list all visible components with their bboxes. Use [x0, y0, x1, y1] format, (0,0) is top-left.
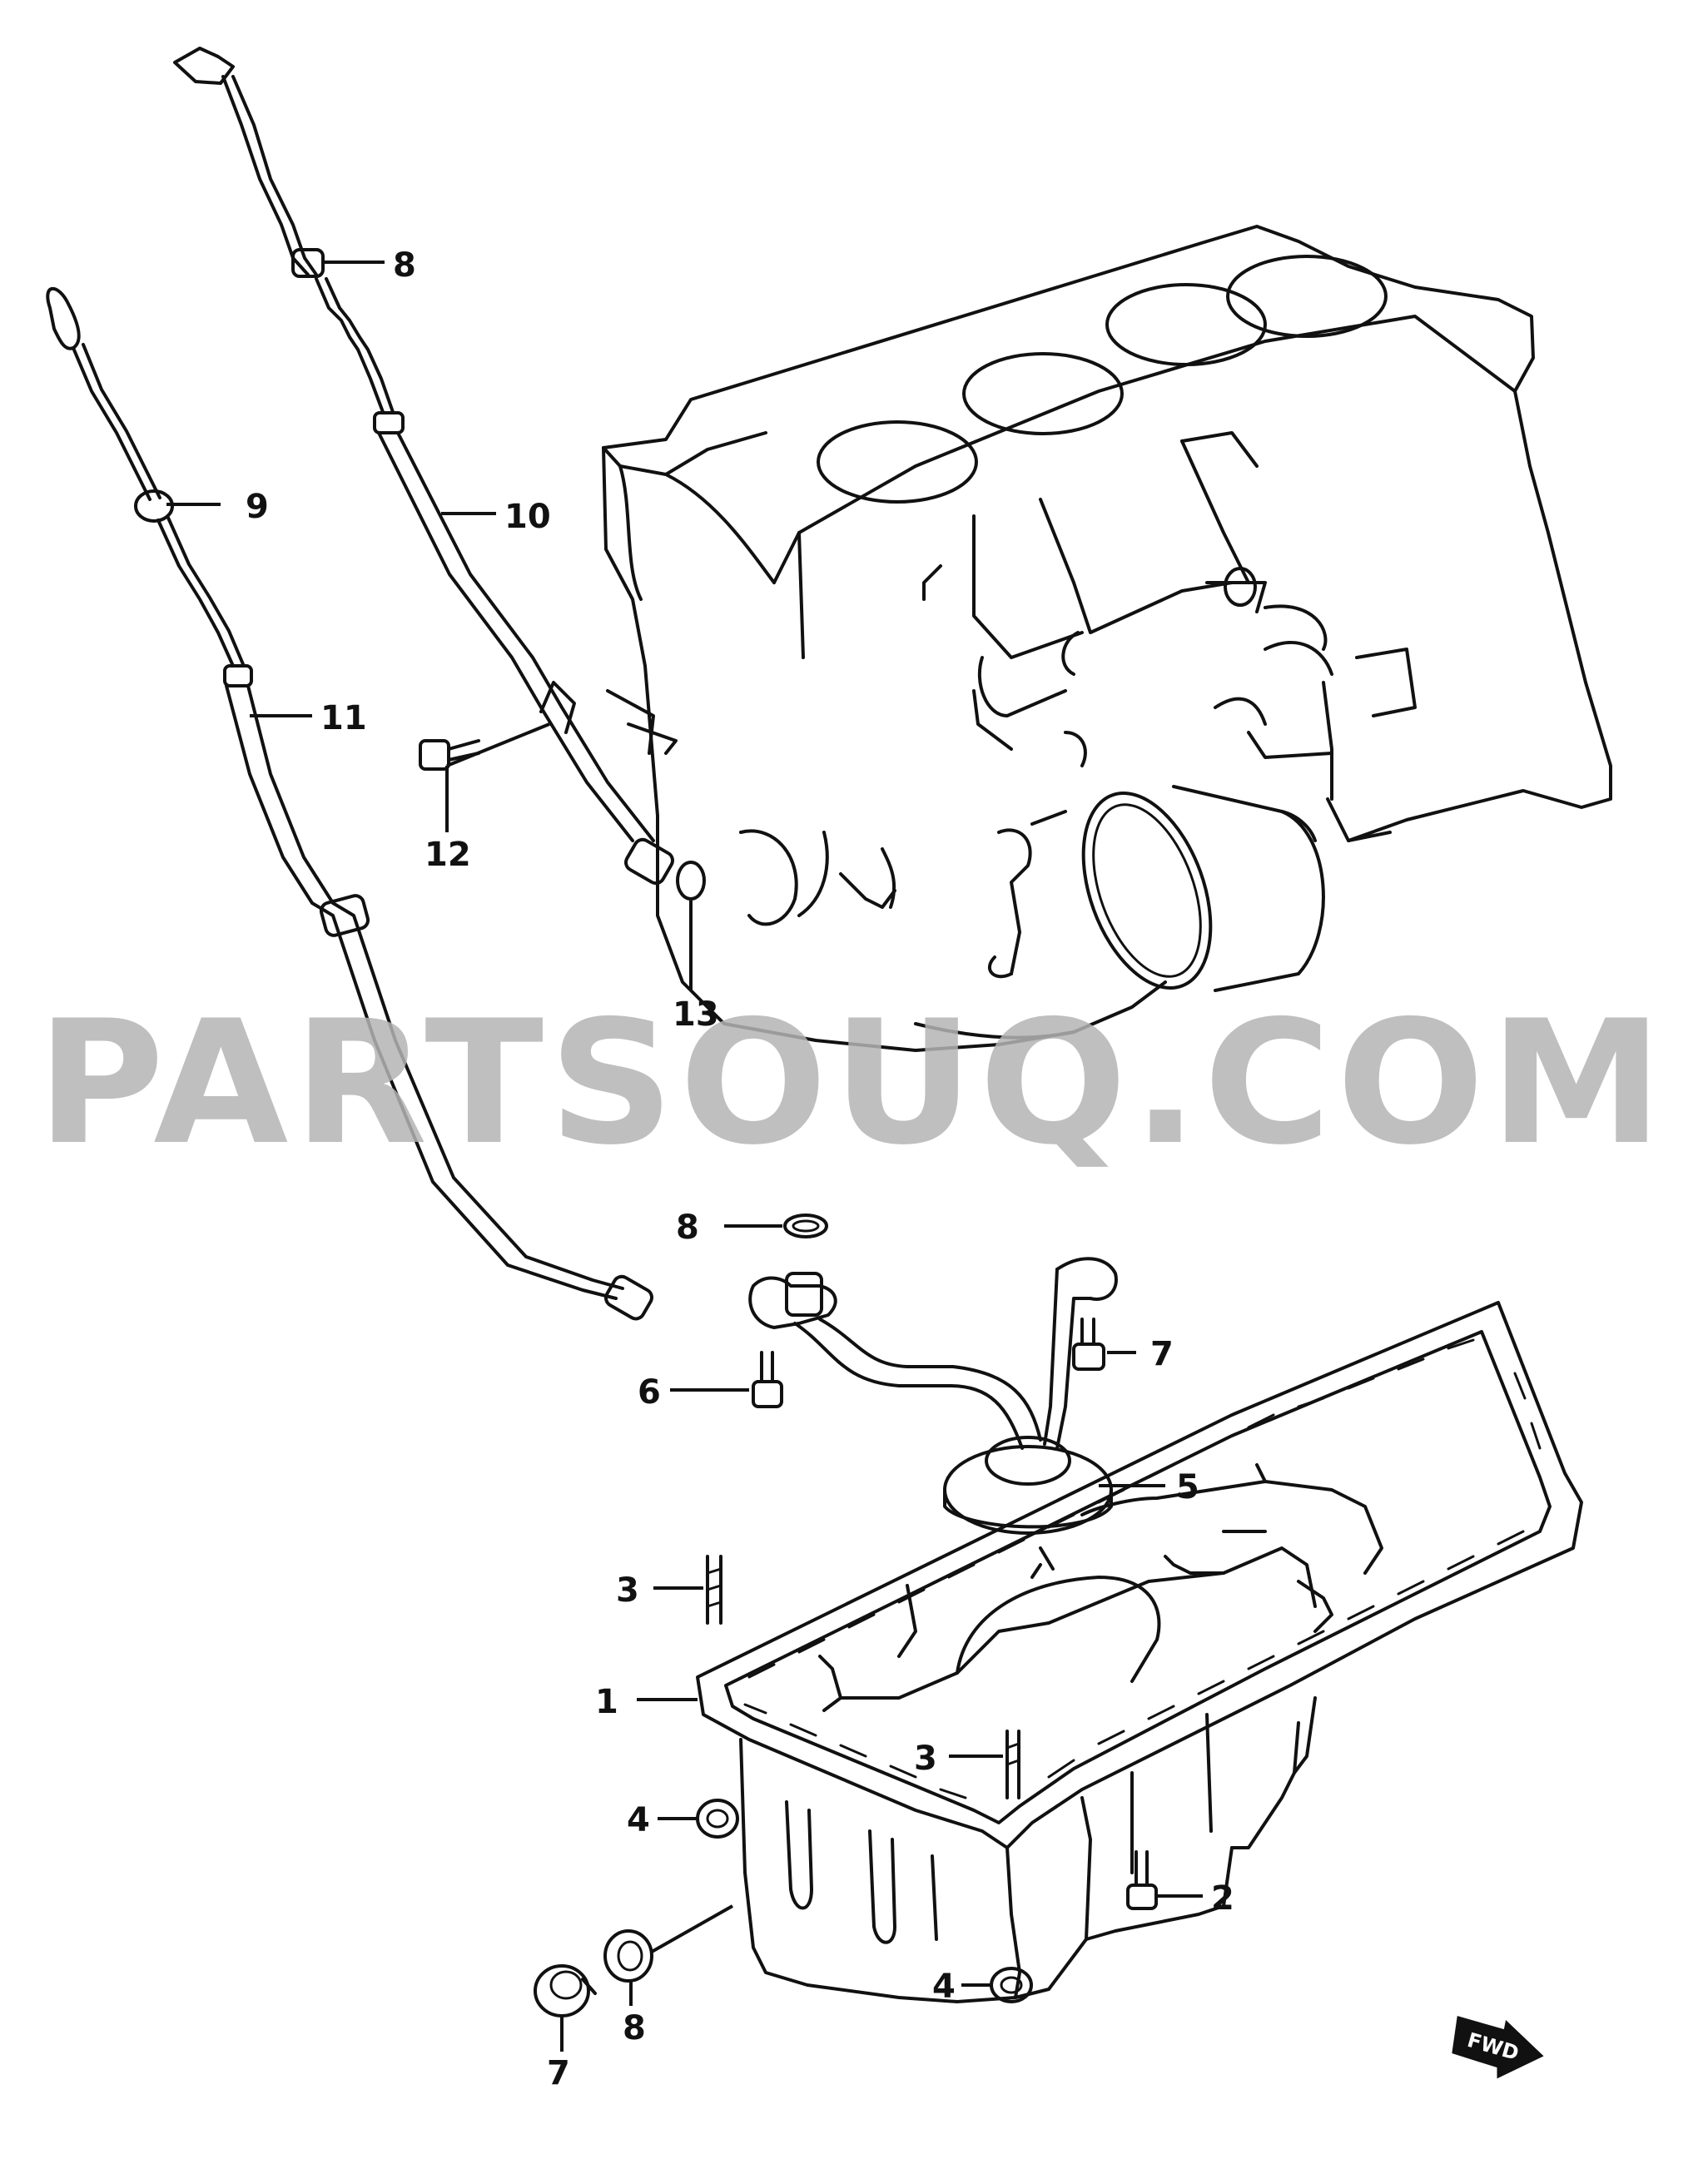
callout-4b: 4 — [932, 1968, 956, 2006]
callout-9: 8 — [676, 1209, 699, 1247]
oil-pan — [696, 1301, 1583, 2003]
callout-1: 1 — [595, 1683, 618, 1721]
dipstick-upper — [173, 47, 395, 414]
callout-13: 11 — [320, 699, 367, 737]
callout-labels: 8 9 10 11 12 13 8 8 6 7 5 3 1 3 4 2 4 8 … — [246, 246, 1234, 2092]
bolt-8-left — [752, 1351, 783, 1408]
callout-15: 13 — [673, 995, 719, 1034]
callout-11: 9 — [246, 488, 269, 526]
callout-12: 10 — [504, 498, 551, 536]
callout-3a: 3 — [616, 1571, 639, 1610]
drain-plug-5 — [534, 1964, 597, 2018]
callout-3b: 3 — [914, 1740, 937, 1778]
callout-10: 8 — [393, 246, 416, 285]
cylinder-block — [602, 225, 1612, 1052]
callout-14: 12 — [425, 836, 471, 874]
o-ring-9 — [783, 1214, 828, 1238]
gasket-6 — [603, 1929, 653, 1983]
o-ring-15 — [676, 861, 706, 901]
callout-4a: 4 — [627, 1801, 650, 1839]
dipstick-lower — [46, 286, 245, 668]
plug-4-left — [696, 1799, 739, 1839]
dipstick-guide-lower — [223, 664, 653, 1321]
bolt-2 — [1126, 1850, 1158, 1910]
callout-7: 5 — [1176, 1468, 1199, 1506]
callout-8a: 6 — [638, 1373, 661, 1412]
callout-6: 8 — [623, 2009, 646, 2047]
callout-5: 7 — [547, 2054, 570, 2092]
dipstick-guide-upper — [373, 411, 678, 886]
callout-2: 2 — [1211, 1879, 1234, 1918]
leader-lines — [166, 261, 1203, 2052]
callout-8b: 7 — [1150, 1335, 1174, 1373]
plug-4-lower — [990, 1967, 1033, 2003]
forward-arrow-icon: FWD — [1452, 2016, 1544, 2079]
oil-strainer-pipe — [748, 1257, 1118, 1535]
watermark: PARTSOUQ.COM — [37, 985, 1668, 1183]
bolt-8-right — [1072, 1318, 1105, 1371]
